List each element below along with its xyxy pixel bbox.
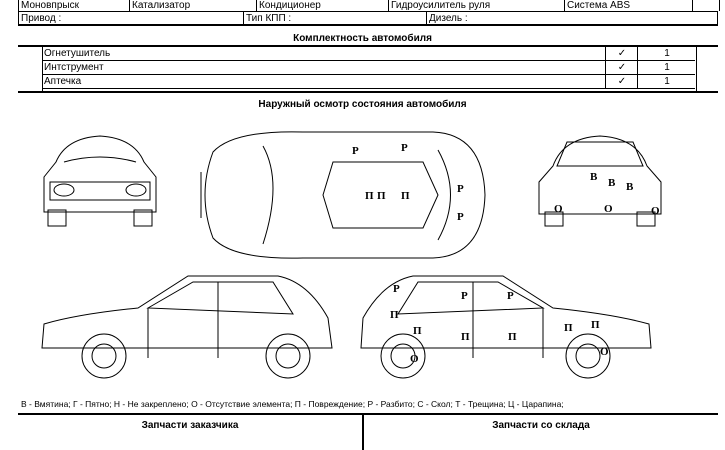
- divider: [18, 45, 718, 47]
- car-front-view: [43, 135, 157, 227]
- equipment-row: Аптечка ✓ 1: [42, 75, 695, 89]
- info-row: Привод : Тип КПП : Дизель :: [18, 11, 718, 26]
- damage-mark: Р: [393, 283, 400, 295]
- item-check: ✓: [605, 75, 638, 89]
- diesel-label: Дизель :: [426, 12, 468, 25]
- item-qty: 1: [637, 75, 696, 89]
- item-check: ✓: [605, 61, 638, 75]
- option-abs: Система ABS: [565, 0, 693, 11]
- damage-mark: П: [390, 309, 399, 321]
- item-check: ✓: [605, 47, 638, 61]
- item-name: Аптечка: [44, 76, 82, 87]
- divider: [18, 91, 718, 93]
- divider: [362, 415, 364, 450]
- damage-mark: В: [590, 171, 598, 183]
- damage-mark: Р: [457, 183, 464, 195]
- option-ac: Кондиционер: [257, 0, 389, 11]
- damage-legend: В - Вмятина; Г - Пятно; Н - Не закреплен…: [21, 399, 564, 409]
- damage-mark: П: [564, 322, 573, 334]
- option-catalyst: Катализатор: [130, 0, 257, 11]
- item-qty: 1: [637, 61, 696, 75]
- item-name: Огнетушитель: [44, 48, 111, 59]
- equipment-row: Огнетушитель ✓ 1: [42, 47, 695, 61]
- damage-mark: О: [410, 353, 419, 365]
- drive-label: Привод :: [21, 13, 62, 24]
- damage-mark: П: [401, 190, 410, 202]
- equipment-row: Интструмент ✓ 1: [42, 61, 695, 75]
- damage-mark: Р: [457, 211, 464, 223]
- item-qty: 1: [637, 47, 696, 61]
- equipment-title: Комплектность автомобиля: [293, 33, 432, 44]
- option-power-steering: Гидроусилитель руля: [389, 0, 565, 11]
- options-row: Моновпрыск Катализатор Кондиционер Гидро…: [18, 0, 720, 11]
- car-right-side-view: [360, 275, 652, 379]
- damage-mark: В: [626, 181, 634, 193]
- damage-mark: П: [591, 319, 600, 331]
- damage-mark: Р: [352, 145, 359, 157]
- damage-mark: Р: [401, 142, 408, 154]
- damage-mark: Р: [461, 290, 468, 302]
- divider: [18, 413, 718, 415]
- car-rear-view: [538, 135, 662, 227]
- car-left-side-view: [41, 275, 333, 379]
- damage-mark: П: [508, 331, 517, 343]
- damage-mark: П: [365, 190, 374, 202]
- damage-mark: О: [604, 203, 613, 215]
- warehouse-parts-title: Запчасти со склада: [492, 420, 590, 431]
- customer-parts-title: Запчасти заказчика: [141, 420, 239, 431]
- damage-mark: П: [413, 325, 422, 337]
- car-top-view: [200, 131, 486, 259]
- option-mono-injection: Моновпрыск: [19, 0, 130, 11]
- damage-mark: В: [608, 177, 616, 189]
- inspection-title: Наружный осмотр состояния автомобиля: [258, 99, 467, 110]
- damage-mark: Р: [507, 290, 514, 302]
- damage-mark: О: [651, 205, 660, 217]
- damage-mark: О: [554, 203, 563, 215]
- gearbox-label: Тип КПП :: [243, 12, 291, 25]
- damage-mark: П: [461, 331, 470, 343]
- item-name: Интструмент: [44, 62, 104, 73]
- damage-mark: П: [377, 190, 386, 202]
- damage-mark: О: [600, 346, 609, 358]
